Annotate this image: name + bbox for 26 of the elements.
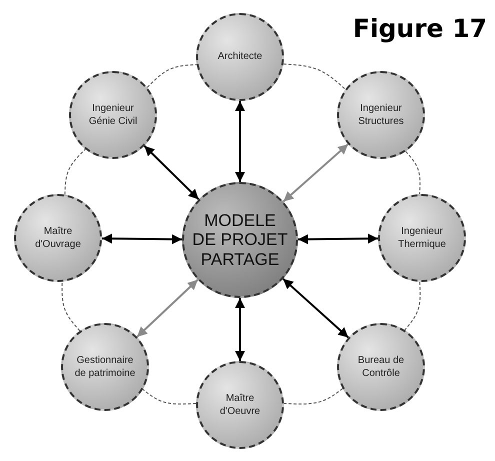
node-label: Ingenieur Thermique [397,224,447,252]
double-arrow [144,145,200,200]
dashed-connector [404,281,421,330]
double-arrow [235,298,245,361]
figure-title: Figure 17 [352,14,487,43]
double-arrow [282,278,349,338]
dashed-connector [62,281,80,332]
double-arrow [102,234,182,244]
node-label: MODELE DE PROJET PARTAGE [191,210,289,270]
dashed-connector [405,150,420,195]
dashed-connector [142,388,197,404]
double-arrow [136,279,198,338]
node-label: Gestionnaire de patrimoine [74,354,136,380]
node-label: Bureau de Contrôle [356,354,406,380]
dashed-connector [146,64,198,88]
node-label: Maître d'Ouvrage [34,224,82,252]
node-label: Architecte [216,50,264,64]
dashed-connector [64,148,86,196]
node-label: Ingenieur Génie Civil [88,102,138,128]
dashed-connector [283,388,344,404]
double-arrow [298,234,378,244]
dashed-connector [282,64,346,90]
node-label: Maître d'Oeuvre [218,392,262,418]
node-label: Ingenieur Structures [357,102,405,128]
double-arrow [235,101,245,182]
double-arrow [282,143,349,202]
